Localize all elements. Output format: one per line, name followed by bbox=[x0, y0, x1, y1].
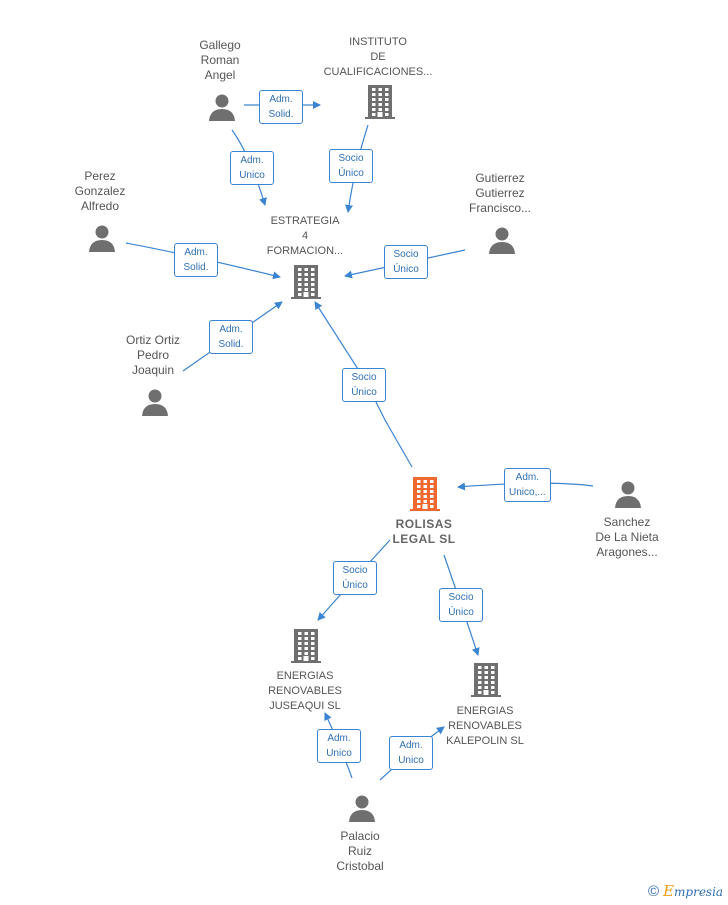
edge-label-line: Único bbox=[393, 264, 419, 275]
edge-label-line: Socio bbox=[393, 249, 419, 260]
node-label-line: Alfredo bbox=[80, 199, 120, 213]
node-label-line: KALEPOLIN SL bbox=[446, 735, 524, 747]
edge-label-line: Socio bbox=[448, 592, 474, 603]
edge-label-line: Adm. bbox=[327, 733, 351, 744]
node-label-line: Pedro bbox=[136, 348, 170, 362]
building-icon[interactable] bbox=[290, 628, 322, 669]
node-label-line: Ortiz Ortiz bbox=[126, 333, 180, 347]
edge-label-perez-estrategia[interactable]: Adm. Solid. bbox=[174, 243, 218, 277]
edge-label-line: Socio bbox=[351, 372, 377, 383]
node-label-kalepolin[interactable]: ENERGIAS RENOVABLES KALEPOLIN SL bbox=[415, 704, 555, 749]
edge-label-line: Unico,... bbox=[509, 487, 546, 498]
building-icon[interactable] bbox=[364, 84, 396, 125]
node-label-line: Francisco... bbox=[468, 201, 531, 215]
building-icon[interactable] bbox=[409, 476, 441, 517]
node-label-line: ROLISAS bbox=[395, 517, 453, 531]
node-label-instituto[interactable]: INSTITUTO DE CUALIFICACIONES... bbox=[308, 35, 448, 80]
edge-label-line: Único bbox=[338, 168, 364, 179]
person-icon[interactable] bbox=[613, 479, 643, 514]
node-label-line: DE bbox=[370, 51, 386, 63]
node-label-line: Cristobal bbox=[336, 859, 384, 873]
edge-label-line: Adm. bbox=[240, 155, 264, 166]
node-label-line: ENERGIAS bbox=[456, 705, 514, 717]
edge-label-line: Unico bbox=[239, 170, 265, 181]
node-label-juseaqui[interactable]: ENERGIAS RENOVABLES JUSEAQUI SL bbox=[235, 669, 375, 714]
edge-label-ortiz-estrategia[interactable]: Adm. Solid. bbox=[209, 320, 253, 354]
edge-label-palacio-juseaqui[interactable]: Adm. Unico bbox=[317, 729, 361, 763]
edge-label-line: Socio bbox=[342, 565, 368, 576]
node-label-line: De La Nieta bbox=[595, 530, 659, 544]
node-label-line: Angel bbox=[204, 68, 236, 82]
edge-label-line: Único bbox=[342, 580, 368, 591]
node-label-line: FORMACION... bbox=[266, 245, 344, 257]
node-label-line: CUALIFICACIONES... bbox=[323, 66, 433, 78]
edge-label-line: Único bbox=[448, 607, 474, 618]
building-icon[interactable] bbox=[290, 264, 322, 305]
node-label-line: ESTRATEGIA bbox=[270, 215, 340, 227]
edge-label-line: Unico bbox=[398, 755, 424, 766]
edge-label-palacio-kalepolin[interactable]: Adm. Unico bbox=[389, 736, 433, 770]
node-label-line: INSTITUTO bbox=[349, 36, 407, 48]
node-label-line: Sanchez bbox=[603, 515, 651, 529]
node-label-line: LEGAL SL bbox=[392, 532, 456, 546]
node-label-line: Roman bbox=[200, 53, 240, 67]
node-label-line: Perez bbox=[84, 169, 116, 183]
copyright-symbol: © bbox=[648, 883, 660, 900]
edge-label-line: Adm. bbox=[515, 472, 540, 483]
edge-label-line: Adm. bbox=[219, 324, 243, 335]
edge-label-line: Unico bbox=[326, 748, 352, 759]
edge-label-line: Solid. bbox=[268, 109, 294, 120]
edge-label-line: Socio bbox=[338, 153, 364, 164]
building-icon[interactable] bbox=[470, 662, 502, 703]
node-label-line: Gallego bbox=[199, 38, 241, 52]
person-icon[interactable] bbox=[87, 223, 117, 258]
person-icon[interactable] bbox=[207, 92, 237, 127]
edge-label-sanchez-rolisas[interactable]: Adm. Unico,... bbox=[504, 468, 551, 502]
node-label-line: RENOVABLES bbox=[448, 720, 522, 732]
person-icon[interactable] bbox=[487, 225, 517, 260]
node-label-line: Aragones... bbox=[596, 545, 658, 559]
node-label-line: ENERGIAS bbox=[276, 670, 334, 682]
person-icon[interactable] bbox=[140, 387, 170, 422]
edge-label-line: Solid. bbox=[183, 262, 209, 273]
edge-label-line: Adm. bbox=[399, 740, 423, 751]
node-label-line: Joaquin bbox=[131, 363, 175, 377]
node-label-line: Gonzalez bbox=[74, 184, 126, 198]
edge-label-line: Adm. bbox=[184, 247, 208, 258]
empresia-logo[interactable]: ©Empresia bbox=[648, 882, 724, 900]
person-icon[interactable] bbox=[347, 793, 377, 828]
node-label-line: Gutierrez bbox=[475, 171, 525, 185]
node-label-line: JUSEAQUI SL bbox=[269, 700, 341, 712]
edge-label-line: Solid. bbox=[218, 339, 244, 350]
node-label-line: Ruiz bbox=[347, 844, 372, 858]
node-label-line: Gutierrez bbox=[475, 186, 525, 200]
node-label-line: RENOVABLES bbox=[268, 685, 342, 697]
node-label-line: Palacio bbox=[340, 829, 380, 843]
node-label-line: 4 bbox=[301, 230, 309, 242]
edge-label-gallego-instituto[interactable]: Adm. Solid. bbox=[259, 90, 303, 124]
edge-label-line: Adm. bbox=[269, 94, 293, 105]
edge-label-gallego-estrategia[interactable]: Adm. Unico bbox=[230, 151, 274, 185]
edge-label-line: Único bbox=[351, 387, 377, 398]
